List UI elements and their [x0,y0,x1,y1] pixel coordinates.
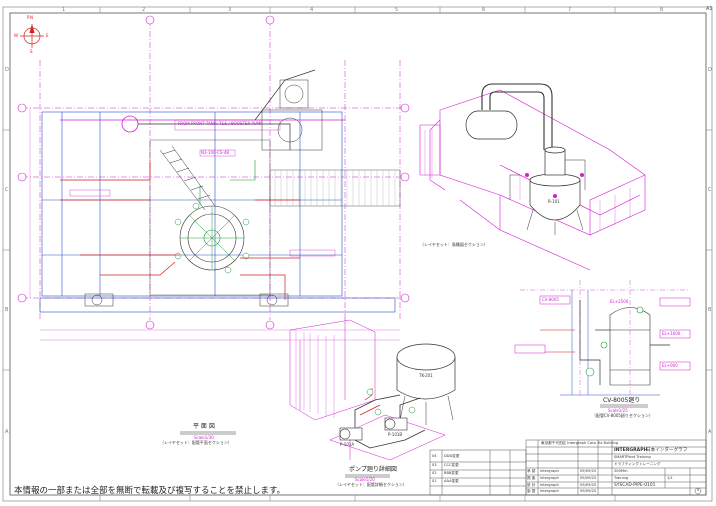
col-number: 1 [62,7,66,13]
col-number: 5 [395,7,399,13]
sheet-size-label: A1 [706,6,713,12]
compass-east: E [46,33,49,38]
plan-title: 平 面 図 [193,423,215,430]
row-letter: D [708,67,712,73]
tb-training: Training [614,476,629,480]
iso-view [419,83,646,271]
tb-role: 製 図 [527,489,536,493]
col-number: 3 [228,7,232,13]
col-number: 8 [660,7,664,13]
tb-drawing-name: ドラフティングトレーニング [614,462,661,466]
tb-role: 照 査 [527,476,536,480]
tb-rev-desc: DDD変更 [444,454,460,458]
pump-title: ポンプ廻り詳細図 [349,466,397,473]
row-letter: C [708,187,712,193]
compass-icon [20,24,44,48]
tank-tag: TK-201 [419,373,433,378]
row-letter: C [5,187,9,193]
iso-section: （レイヤセット：鳥瞰図セクション） [420,242,488,247]
tb-rev-mark: 03 [432,463,437,467]
tb-approver: intergraph [540,489,559,493]
iso-vessel-tag: R-101 [548,199,560,204]
tb-role: 設 計 [527,483,536,487]
tb-rev-desc: AAA変更 [444,479,459,483]
plan-nozzle-tag: N3-100-CS-4B [201,150,230,155]
compass-north: P.N [27,15,34,20]
pump-a-tag: P-101A [340,442,355,447]
tb-drawing-no: SYSCAD-PIPE-0101 [614,483,656,488]
row-letter: B [5,307,9,313]
plan-scale: Scale1/30 [194,435,214,440]
pump-b-tag: P-101B [388,432,403,437]
outer-frame [2,6,713,502]
tb-role: 承 認 [527,469,536,473]
compass-west: W [14,33,18,38]
cv-section-view [514,280,691,396]
tb-address: 東京都千代田区 Intergraph Corp. Ks Building [541,441,619,445]
col-number: 4 [310,7,314,13]
tb-company-jp: 日本インターグラフ [646,448,688,453]
tb-company-en: INTERGRAPH [614,448,648,453]
col-number: 2 [142,7,146,13]
cv-title: CV-8005廻り [603,397,641,404]
cv-scale: Scale1/25 [608,408,628,413]
tb-approver: intergraph [540,476,559,480]
tb-date: 09/09/25 [580,476,597,480]
row-letter: A [5,429,9,435]
tb-rev: 0 [697,488,700,492]
pump-detail-view [289,318,648,478]
cv-el-low: EL+900 [662,363,678,368]
tb-rev-desc: CCC変更 [444,463,459,467]
row-letter: A [708,429,712,435]
pump-scale: Scale1/20 [355,477,375,482]
title-block-left [429,449,527,496]
tb-rev-mark: 01 [432,479,437,483]
tb-project: SMARTPlant Training [614,455,651,459]
inner-frame [9,12,707,496]
tb-rev-mark: 02 [432,471,437,475]
tb-date: 09/09/25 [580,489,597,493]
cv-el-top: EL+2500 [610,299,629,304]
copyright-notice: 本情報の一部または全部を無断で転載及び複写することを禁止します。 [14,486,286,496]
row-letter: B [708,307,712,313]
col-number: 7 [568,7,572,13]
tb-rev-desc: BBB変更 [444,471,459,475]
tb-approver: intergraph [540,483,559,487]
plan-top-callout: FROM FRONT TANK: T&S / BOOSTER PUMP [178,121,263,126]
column-ticks [3,7,712,501]
revision-triangle-icon [694,487,702,495]
plan-section: （レイヤセット：配管平面セクション） [160,440,232,445]
tb-scale-value: 200Mm [614,469,628,473]
plan-view [17,15,410,435]
compass-south: S [30,49,33,54]
tb-date: 09/09/25 [580,469,597,473]
title-block [525,439,707,496]
row-letter: D [5,67,9,73]
tb-sheet-no: 1/1 [667,476,673,480]
tb-date: 09/09/25 [580,483,597,487]
cv-tag: CV-8005 [542,297,559,302]
col-number: 6 [482,7,486,13]
cv-el-mid: EL+1600 [662,331,681,336]
tb-approver: intergraph [540,469,559,473]
tb-rev-mark: 04 [432,454,437,458]
cv-section: （配管CV-8005廻りセクション） [592,413,653,418]
pump-section: （レイヤセット：配管詳細セクション） [335,482,407,487]
